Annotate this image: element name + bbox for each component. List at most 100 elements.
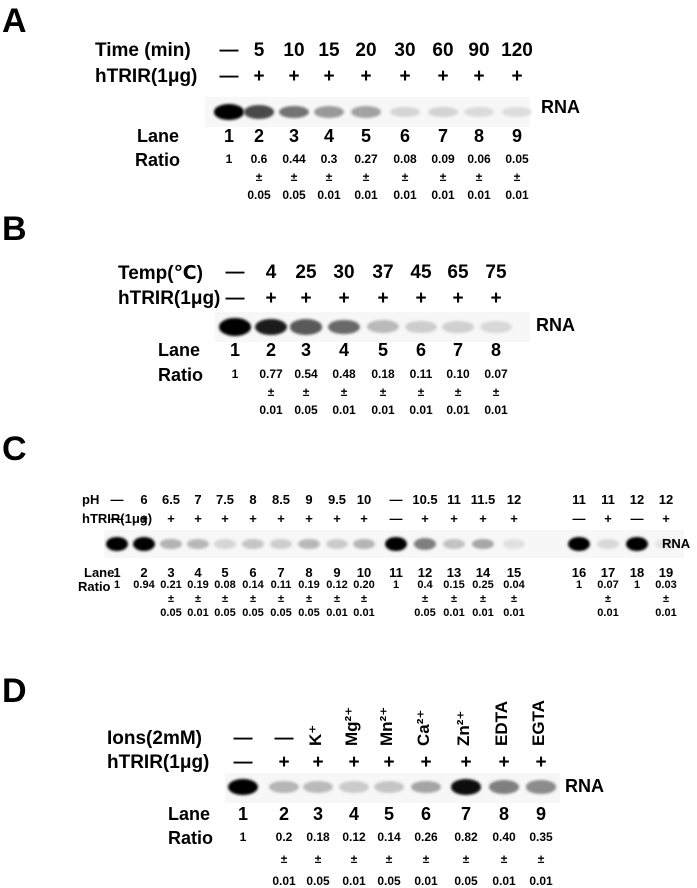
row2-label: hTRIR(1μg) xyxy=(95,66,198,87)
error-value: 0.05 xyxy=(247,188,271,202)
row1-value: 30 xyxy=(394,40,416,61)
lane-number: 7 xyxy=(460,804,472,824)
error-value: 0.05 xyxy=(298,607,320,619)
plus-minus: ± xyxy=(277,593,285,605)
row2-value: + xyxy=(140,511,148,526)
lane-number: 16 xyxy=(571,565,587,580)
ion-label: EDTA xyxy=(492,700,511,746)
row2-value: — xyxy=(110,511,124,526)
ratio-value: 0.18 xyxy=(306,830,330,844)
rna-band xyxy=(214,104,244,120)
lane-label: Lane xyxy=(84,565,115,580)
ion-label: Ca²⁺ xyxy=(414,709,433,746)
row2-value: + xyxy=(277,511,285,526)
ratio-value: 0.44 xyxy=(282,152,306,166)
rna-band xyxy=(385,536,407,552)
lane-number: 15 xyxy=(506,565,522,580)
ratio-value: 0.19 xyxy=(298,579,320,591)
ion-label: K⁺ xyxy=(306,724,325,746)
ion-label: EGTA xyxy=(529,700,548,746)
row2-value: + xyxy=(194,511,202,526)
plus-minus: ± xyxy=(479,593,487,605)
plus-minus: ± xyxy=(500,852,508,866)
row2-value: + xyxy=(253,66,265,87)
error-value: 0.05 xyxy=(454,874,478,888)
ratio-value: 0.10 xyxy=(446,367,470,381)
row2-value: + xyxy=(348,752,360,773)
row1-value: 10 xyxy=(283,40,305,61)
row1-value: 9 xyxy=(305,492,313,507)
plus-minus: ± xyxy=(385,852,393,866)
plus-minus: ± xyxy=(280,852,288,866)
row1-value: 65 xyxy=(447,262,469,283)
row1-value: 45 xyxy=(410,262,432,283)
row2-value: + xyxy=(604,511,612,526)
plus-minus: ± xyxy=(421,593,429,605)
rna-band xyxy=(160,538,182,550)
row1-value: 12 xyxy=(658,492,674,507)
row2-value: — xyxy=(225,288,245,309)
row1-value: 90 xyxy=(468,40,490,61)
lane-number: 3 xyxy=(167,565,175,580)
ratio-value: 1 xyxy=(575,579,583,591)
lane-number: 2 xyxy=(253,126,265,146)
row1-value: 4 xyxy=(265,262,277,283)
ratio-value: 0.3 xyxy=(320,152,338,166)
row2-value: + xyxy=(249,511,257,526)
row2-value: + xyxy=(450,511,458,526)
rna-band xyxy=(489,780,519,794)
rna-band xyxy=(244,105,274,119)
rna-band xyxy=(626,536,648,552)
rna-band xyxy=(219,318,251,336)
row2-value: + xyxy=(312,752,324,773)
row1-value: — xyxy=(225,262,245,283)
rna-band xyxy=(242,538,264,550)
ratio-value: 0.19 xyxy=(187,579,209,591)
ratio-value: 0.09 xyxy=(431,152,455,166)
plus-minus: ± xyxy=(492,385,500,399)
error-value: 0.01 xyxy=(492,874,516,888)
plus-minus: ± xyxy=(167,593,175,605)
ratio-label: Ratio xyxy=(135,150,180,170)
rna-band xyxy=(411,780,441,794)
ratio-value: 1 xyxy=(392,579,400,591)
lane-number: 4 xyxy=(338,340,350,360)
ion-label: Mg²⁺ xyxy=(342,706,361,746)
error-value: 0.01 xyxy=(342,874,366,888)
lane-number: 9 xyxy=(535,804,547,824)
error-value: 0.01 xyxy=(505,188,529,202)
lane-number: 2 xyxy=(278,804,290,824)
lane-number: 6 xyxy=(420,804,432,824)
row1-value: 30 xyxy=(333,262,355,283)
plus-minus: ± xyxy=(350,852,358,866)
plus-minus: ± xyxy=(333,593,341,605)
row2-value: + xyxy=(288,66,300,87)
row2-value: + xyxy=(377,288,389,309)
plus-minus: ± xyxy=(450,593,458,605)
rna-band xyxy=(451,779,481,795)
ratio-value: 0.40 xyxy=(492,830,516,844)
row2-value: + xyxy=(452,288,464,309)
row2-value: — xyxy=(572,511,586,526)
row2-value: + xyxy=(383,752,395,773)
ion-label: Mn²⁺ xyxy=(377,706,396,746)
rna-band xyxy=(269,780,299,794)
rna-band xyxy=(502,106,532,118)
error-value: 0.01 xyxy=(187,607,209,619)
error-value: 0.05 xyxy=(377,874,401,888)
rna-band xyxy=(270,538,292,550)
error-value: 0.05 xyxy=(270,607,292,619)
rna-band xyxy=(279,105,309,119)
error-value: 0.01 xyxy=(353,607,375,619)
lane-number: 10 xyxy=(356,565,372,580)
error-value: 0.01 xyxy=(503,607,525,619)
error-value: 0.01 xyxy=(529,874,553,888)
ratio-label: Ratio xyxy=(158,365,203,385)
ratio-value: 0.07 xyxy=(484,367,508,381)
ratio-value: 0.14 xyxy=(242,579,264,591)
row2-value: + xyxy=(399,66,411,87)
rna-band xyxy=(442,320,474,334)
ratio-value: 1 xyxy=(239,830,247,844)
error-value: 0.01 xyxy=(472,607,494,619)
plus-minus: ± xyxy=(360,593,368,605)
